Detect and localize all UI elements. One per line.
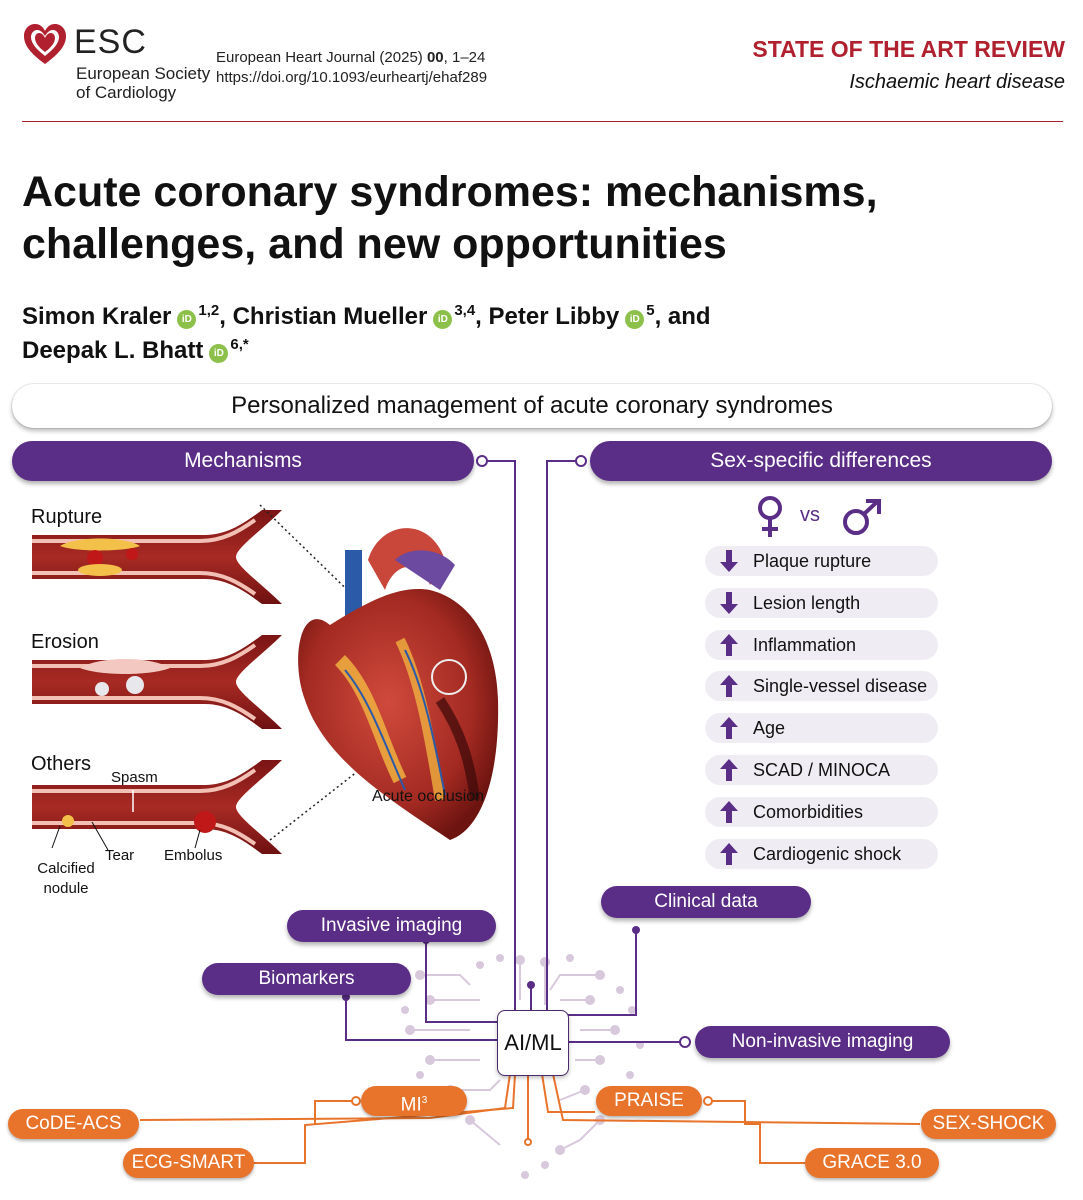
code-acs-pill: CoDE-ACS — [8, 1109, 139, 1139]
female-symbol-icon — [758, 496, 782, 537]
author-separator: , and — [654, 303, 711, 330]
author-line-2: Deepak L. Bhatt iD6,* — [22, 334, 1022, 368]
embolus-label: Embolus — [164, 847, 223, 864]
sex-difference-label: Comorbidities — [753, 801, 864, 822]
article-type: STATE OF THE ART REVIEW — [752, 36, 1065, 62]
clinical-data-pill: Clinical data — [601, 886, 811, 918]
spasm-label: Spasm — [111, 769, 158, 786]
orcid-icon[interactable]: iD — [433, 310, 453, 329]
erosion-vessel-illustration — [32, 635, 282, 729]
purple-connectors — [345, 460, 685, 1043]
figure-banner: Personalized management of acute coronar… — [12, 384, 1052, 428]
arrow-up-icon — [720, 759, 738, 781]
esc-heart-logo-icon — [24, 24, 66, 64]
author-name: Christian Mueller — [232, 303, 428, 330]
author-affiliation: 1,2 — [198, 302, 220, 319]
tear-label: Tear — [105, 847, 135, 864]
praise-pill: PRAISE — [596, 1086, 702, 1116]
sex-difference-label: Single-vessel disease — [753, 676, 928, 697]
orcid-icon[interactable]: iD — [209, 344, 229, 363]
journal-name: European Heart Journal (2025) — [216, 49, 423, 66]
author-name: Simon Kraler — [22, 303, 172, 330]
arrow-up-icon — [720, 717, 738, 740]
mi3-pill: MI3 — [361, 1086, 467, 1116]
invasive-imaging-pill: Invasive imaging — [287, 910, 496, 942]
journal-volume: 00 — [426, 49, 444, 66]
calcified-nodule-label: Calcified nodule — [36, 859, 96, 899]
orange-connectors — [139, 1073, 921, 1164]
author-name: Peter Libby — [488, 303, 620, 330]
journal-pages: , 1–24 — [443, 49, 486, 66]
article-title: Acute coronary syndromes: mechanisms, ch… — [22, 166, 1062, 270]
author-separator: , — [475, 303, 489, 330]
sex-difference-item: Lesion length — [705, 587, 938, 618]
orcid-icon[interactable]: iD — [625, 310, 645, 329]
sex-difference-item: Comorbidities — [705, 796, 938, 827]
author-affiliation: 6,* — [230, 336, 249, 353]
others-label: Others — [31, 753, 92, 775]
arrow-up-icon — [720, 675, 738, 698]
rupture-label: Rupture — [31, 506, 103, 528]
sex-difference-item: SCAD / MINOCA — [705, 755, 938, 785]
sex-difference-label: SCAD / MINOCA — [753, 760, 891, 780]
calcified-line-2: nodule — [43, 880, 89, 897]
sex-difference-label: Age — [753, 718, 786, 739]
sex-difference-label: Lesion length — [753, 592, 861, 613]
society-line-2: of Cardiology — [76, 83, 177, 102]
erosion-label: Erosion — [31, 631, 99, 653]
sex-difference-item: Inflammation — [705, 629, 938, 660]
sex-difference-label: Inflammation — [753, 634, 857, 655]
sex-difference-item: Cardiogenic shock — [705, 838, 938, 869]
grace-pill: GRACE 3.0 — [805, 1148, 939, 1178]
sex-difference-label: Plaque rupture — [753, 551, 872, 571]
others-vessel-illustration — [32, 760, 282, 854]
orcid-icon[interactable]: iD — [177, 310, 197, 329]
sex-differences-heading: Sex-specific differences — [590, 441, 1052, 481]
sex-difference-label: Cardiogenic shock — [753, 843, 902, 864]
author-affiliation: 5 — [646, 302, 655, 319]
sex-shock-pill: SEX-SHOCK — [921, 1109, 1056, 1139]
society-name: European Society of Cardiology — [76, 64, 210, 102]
biomarkers-pill: Biomarkers — [202, 963, 411, 995]
mi3-superscript: 3 — [421, 1095, 428, 1106]
arrow-up-icon — [720, 633, 738, 656]
mi3-label: MI — [400, 1094, 422, 1116]
ecg-smart-pill: ECG-SMART — [123, 1148, 254, 1178]
sex-difference-item: Age — [705, 713, 938, 744]
title-line-2: challenges, and new opportunities — [22, 220, 727, 268]
arrow-down-icon — [720, 591, 738, 614]
author-affiliation: 3,4 — [454, 302, 476, 319]
esc-wordmark: ESC — [74, 23, 147, 61]
sex-difference-item: Single-vessel disease — [705, 671, 938, 702]
society-line-1: European Society — [76, 64, 211, 83]
rupture-vessel-illustration — [32, 510, 282, 604]
doi-link[interactable]: https://doi.org/10.1093/eurheartj/ehaf28… — [216, 69, 488, 86]
author-name: Deepak L. Bhatt — [22, 337, 204, 364]
sex-difference-item: Plaque rupture — [705, 546, 938, 576]
vs-label: vs — [800, 504, 820, 526]
orange-connector-dots — [351, 1096, 713, 1146]
title-line-1: Acute coronary syndromes: mechanisms, — [22, 168, 878, 216]
arrow-down-icon — [720, 550, 738, 572]
noninvasive-imaging-pill: Non-invasive imaging — [695, 1026, 950, 1058]
arrow-up-icon — [720, 842, 738, 865]
male-symbol-icon — [843, 499, 881, 535]
mechanisms-heading: Mechanisms — [12, 441, 474, 481]
ai-ml-box: AI/ML — [497, 1010, 569, 1076]
author-separator: , — [219, 303, 233, 330]
journal-citation: European Heart Journal (2025) 00, 1–24 — [216, 48, 485, 68]
header-divider — [22, 121, 1063, 122]
article-topic: Ischaemic heart disease — [849, 71, 1065, 93]
arrow-up-icon — [720, 800, 738, 823]
acute-occlusion-label: Acute occlusion — [372, 788, 485, 805]
heart-illustration — [298, 528, 499, 840]
calcified-line-1: Calcified — [37, 860, 95, 877]
